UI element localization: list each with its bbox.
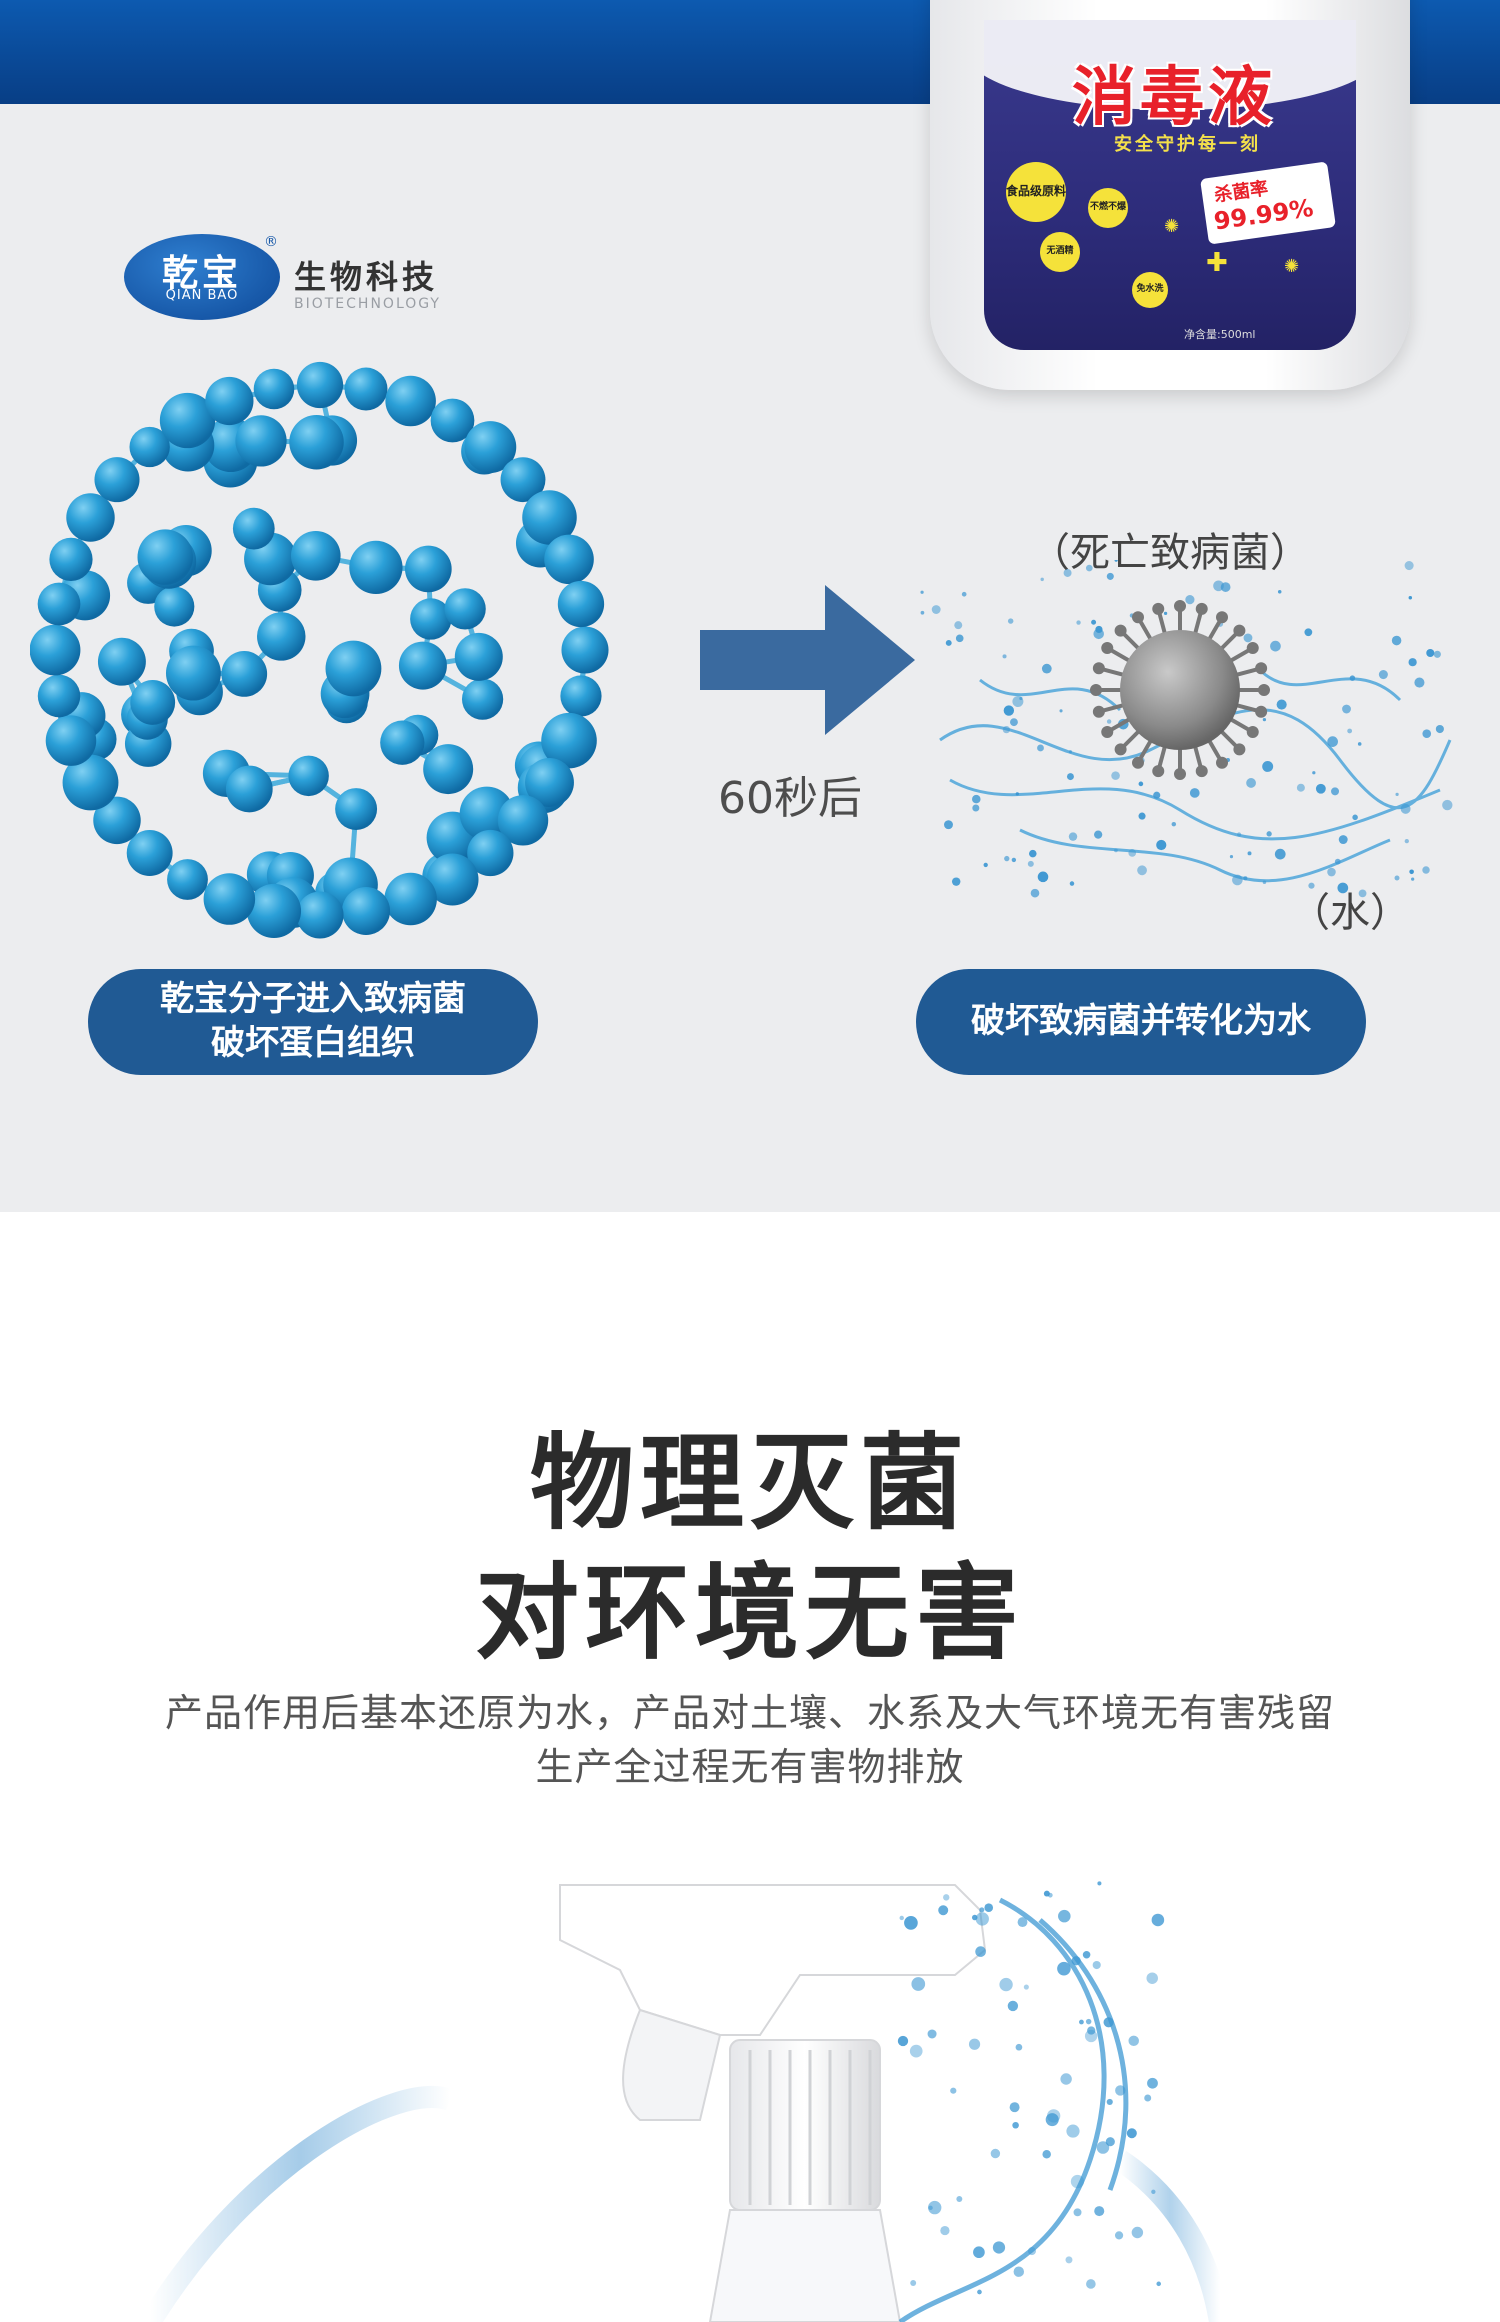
logo-english: QIAN BAO	[165, 288, 239, 303]
molecule-atom	[522, 490, 577, 545]
molecule-atom	[467, 829, 514, 877]
molecule-atom	[126, 830, 173, 876]
molecule-atom	[129, 426, 170, 468]
label-wave	[984, 20, 1356, 110]
molecule-atom	[557, 580, 605, 628]
molecule-atom	[257, 612, 306, 661]
logo-chinese: 乾宝	[161, 253, 242, 294]
molecule-atom	[167, 859, 208, 900]
molecule-atom	[384, 872, 437, 926]
virus-icon	[1090, 600, 1270, 780]
molecule-atom	[500, 457, 546, 503]
water-label: （水）	[1290, 890, 1410, 936]
plus-icon: ✚	[1206, 248, 1228, 278]
brand-tagline-en: BIOTECHNOLOGY	[294, 296, 441, 312]
molecule-atom	[454, 632, 503, 681]
feature-badge: 免水洗	[1132, 272, 1168, 308]
molecule-atom	[246, 883, 302, 939]
brand-logo: 乾宝 QIAN BAO ® 生物科技 BIOTECHNOLOGY	[124, 234, 464, 324]
molecule-atom	[541, 712, 597, 769]
molecule-atom	[296, 361, 344, 409]
molecule-atom	[296, 891, 344, 939]
molecule-atom	[288, 755, 329, 797]
molecule-atom	[130, 680, 176, 725]
molecule-atom	[380, 720, 425, 765]
feature-badge: 不燃不爆	[1088, 188, 1128, 228]
molecule-atom	[561, 626, 609, 674]
step1-line2: 破坏蛋白组织	[211, 1023, 415, 1063]
product-bottle: 消毒液 安全守护每一刻 杀菌率 99.99% 食品级原料 不燃不爆 无酒精 免水…	[930, 0, 1410, 390]
product-title: 消毒液	[1072, 61, 1276, 135]
molecule-atom	[203, 873, 256, 925]
molecule-atom	[461, 678, 504, 720]
molecule-atom	[159, 392, 216, 449]
description-line1: 产品作用后基本还原为水，产品对土壤、水系及大气环境无有害残留	[164, 1691, 1335, 1735]
molecule-atom	[62, 754, 119, 811]
molecule-atom	[444, 588, 486, 630]
molecule-atom	[37, 674, 81, 718]
molecule-atom	[560, 675, 602, 717]
molecule-atom	[430, 398, 475, 443]
molecule-atom	[344, 367, 388, 411]
molecule-atom	[544, 534, 594, 585]
molecule-atom	[221, 651, 268, 697]
registered-mark: ®	[264, 234, 278, 250]
molecule-atom	[235, 415, 287, 467]
brand-tagline: 生物科技	[294, 258, 439, 296]
molecule-atom	[385, 375, 436, 427]
molecule-atom	[423, 744, 474, 795]
molecule-atom	[225, 765, 273, 813]
feature-badge: 食品级原料	[1006, 162, 1066, 222]
molecule-atom	[405, 545, 452, 593]
headline-line1: 物理灭菌	[529, 1422, 970, 1544]
feature-badge: 无酒精	[1040, 232, 1080, 272]
molecule-atom	[205, 376, 254, 426]
dead-pathogen-label: （死亡致病菌）	[1030, 530, 1310, 576]
sparkle-icon: ✺	[1284, 256, 1300, 277]
molecule-atom	[398, 641, 447, 690]
molecule-atom	[497, 795, 549, 846]
molecule-atom	[341, 886, 391, 935]
molecule-atom	[290, 530, 341, 581]
sparkle-icon: ✺	[1164, 216, 1180, 237]
step-pill-2: 破坏致病菌并转化为水	[916, 969, 1366, 1075]
step-pill-1: 乾宝分子进入致病菌 破坏蛋白组织	[88, 969, 538, 1075]
time-label: 60秒后	[718, 773, 862, 824]
molecule-atom	[37, 582, 81, 626]
molecule-atom	[410, 598, 452, 640]
molecule-atom	[45, 715, 97, 766]
right-arrow-icon	[700, 585, 915, 735]
molecule-atom	[94, 457, 140, 503]
molecule-atom	[154, 586, 195, 627]
molecule-atom	[525, 758, 574, 807]
product-subtitle: 安全守护每一刻	[1114, 134, 1261, 155]
molecule-atom	[289, 414, 344, 470]
molecule-atom	[137, 529, 193, 585]
molecule-atom	[325, 640, 382, 697]
bottle-label: 消毒液 安全守护每一刻 杀菌率 99.99% 食品级原料 不燃不爆 无酒精 免水…	[984, 20, 1356, 350]
molecule-atom	[66, 493, 115, 542]
molecule-atom	[165, 645, 221, 701]
spray-bottle-icon	[140, 1881, 1231, 2322]
molecule-atom	[49, 537, 93, 581]
molecule-atom	[93, 796, 141, 845]
description-line2: 生产全过程无有害物排放	[535, 1745, 965, 1789]
kill-rate-badge: 杀菌率 99.99%	[1200, 161, 1336, 245]
molecule-atom	[349, 540, 403, 595]
headline-line2: 对环境无害	[474, 1552, 1025, 1674]
net-content: 净含量:500ml	[1184, 328, 1256, 341]
molecule-icon	[30, 361, 609, 939]
molecule-atom	[97, 637, 146, 686]
molecule-atom	[30, 624, 81, 676]
molecule-atom	[335, 788, 378, 830]
molecule-atom	[426, 853, 479, 906]
step2-text: 破坏致病菌并转化为水	[971, 1001, 1311, 1042]
logo-oval	[124, 234, 280, 320]
molecule-atom	[253, 368, 295, 410]
molecule-atom	[464, 421, 517, 473]
molecule-atom	[232, 507, 275, 550]
step1-line1: 乾宝分子进入致病菌	[160, 979, 466, 1020]
